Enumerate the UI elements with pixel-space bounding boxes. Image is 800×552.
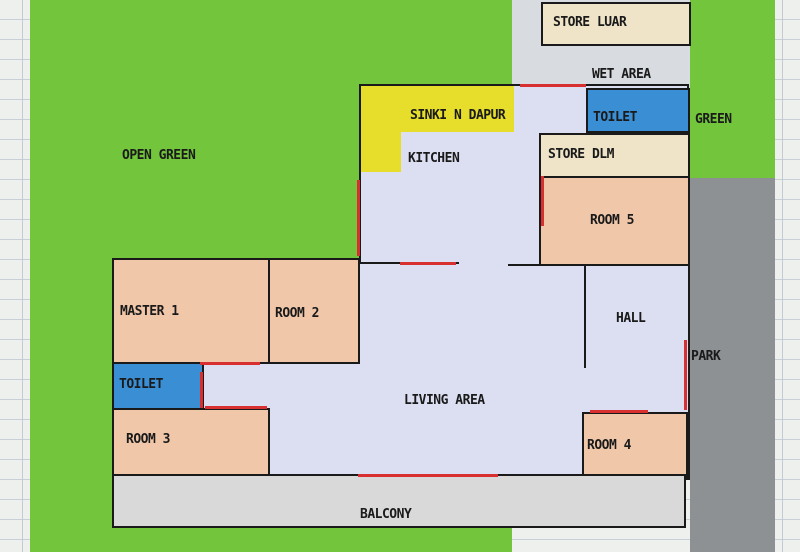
room5-door xyxy=(541,176,544,226)
toilet-left-label: TOILET xyxy=(119,377,163,392)
sheet-right-edge xyxy=(782,0,783,552)
toilet-top-room xyxy=(586,88,690,133)
store-luar-room xyxy=(541,2,691,46)
toilet-left-room xyxy=(112,362,204,410)
room4-room xyxy=(582,412,688,478)
room4-label: ROOM 4 xyxy=(587,438,631,453)
store-dlm-room xyxy=(539,133,690,178)
toilet-top-label: TOILET xyxy=(593,110,637,125)
sinki-dapur-label: SINKI N DAPUR xyxy=(410,108,506,123)
hall-top-wall xyxy=(508,264,588,266)
room5-room xyxy=(539,176,690,266)
wet-area-label: WET AREA xyxy=(592,67,651,82)
kitchen-door xyxy=(400,262,456,265)
room4-door xyxy=(590,410,648,413)
store-luar-label: STORE LUAR xyxy=(553,15,627,30)
balcony-room xyxy=(112,474,686,528)
room5-label: ROOM 5 xyxy=(590,213,634,228)
wet-area-door xyxy=(520,84,586,87)
dapur-counter xyxy=(361,86,401,172)
master1-room xyxy=(112,258,272,364)
room3-label: ROOM 3 xyxy=(126,432,170,447)
kitchen-side-door xyxy=(357,180,360,256)
hall-side-door xyxy=(684,340,687,410)
room3-room xyxy=(112,408,270,476)
balcony-door xyxy=(358,474,498,477)
park-label: PARK xyxy=(691,349,721,364)
room2-label: ROOM 2 xyxy=(275,306,319,321)
room2-room xyxy=(268,258,360,364)
balcony-label: BALCONY xyxy=(360,507,412,522)
room3-door xyxy=(205,406,267,409)
store-dlm-label: STORE DLM xyxy=(548,147,614,162)
living-area-label: LIVING AREA xyxy=(404,393,485,408)
green-strip xyxy=(690,0,775,178)
hall-label: HALL xyxy=(616,311,646,326)
hall-partition-wall xyxy=(584,264,586,368)
sheet-left-edge xyxy=(22,0,23,552)
master1-label: MASTER 1 xyxy=(120,304,179,319)
park-zone xyxy=(690,178,775,552)
open-green-label: OPEN GREEN xyxy=(122,148,196,163)
green-label: GREEN xyxy=(695,112,732,127)
toilet-left-door xyxy=(200,372,203,408)
kitchen-label: KITCHEN xyxy=(408,151,460,166)
master-door xyxy=(200,362,260,365)
